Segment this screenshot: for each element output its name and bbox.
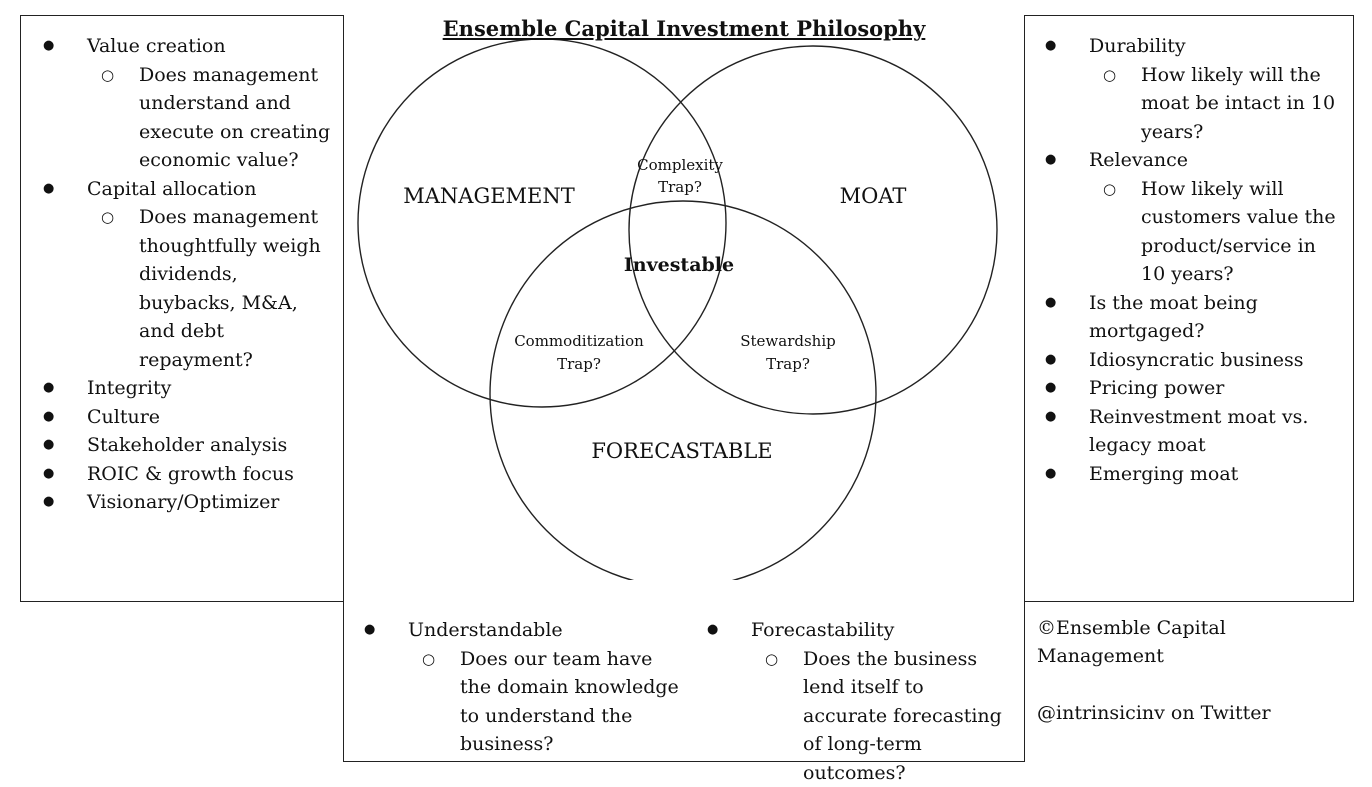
list-item: Emerging moat: [1045, 460, 1341, 489]
capital-allocation-label: Capital allocation: [87, 178, 256, 200]
investable-label: Investable: [624, 254, 734, 276]
list-item: Reinvestment moat vs. legacy moat: [1045, 403, 1341, 460]
list-subitem: Does our team have the domain knowledge …: [408, 645, 682, 759]
management-label: MANAGEMENT: [403, 184, 575, 208]
list-item: Forecastability Does the business lend i…: [707, 616, 1007, 787]
list-item: Culture: [43, 403, 333, 432]
durability-label: Durability: [1089, 35, 1186, 57]
list-item: Durability How likely will the moat be i…: [1045, 32, 1341, 146]
list-item: Pricing power: [1045, 374, 1341, 403]
list-item: Idiosyncratic business: [1045, 346, 1341, 375]
moat-criteria-panel: Durability How likely will the moat be i…: [1024, 15, 1354, 602]
list-subitem: How likely will the moat be intact in 10…: [1089, 61, 1341, 147]
management-criteria-list: Value creation Does management understan…: [43, 32, 333, 517]
forecastability-label: Forecastability: [751, 619, 894, 641]
list-item: ROIC & growth focus: [43, 460, 333, 489]
complexity-trap-line1: Complexity: [637, 156, 723, 174]
moat-criteria-list: Durability How likely will the moat be i…: [1045, 32, 1341, 488]
list-item: Stakeholder analysis: [43, 431, 333, 460]
list-subitem: Does the business lend itself to accurat…: [751, 645, 1007, 787]
list-item: Visionary/Optimizer: [43, 488, 333, 517]
complexity-trap-line2: Trap?: [658, 178, 702, 196]
management-criteria-panel: Value creation Does management understan…: [20, 15, 344, 602]
list-subitem: Does management understand and execute o…: [87, 61, 333, 175]
understandable-list: Understandable Does our team have the do…: [364, 616, 682, 759]
list-item: Relevance How likely will customers valu…: [1045, 146, 1341, 289]
list-item: Is the moat being mortgaged?: [1045, 289, 1341, 346]
moat-circle: [629, 46, 997, 414]
stewardship-trap-line1: Stewardship: [740, 332, 836, 350]
forecastable-label: FORECASTABLE: [591, 439, 772, 463]
forecastable-criteria-panel: Understandable Does our team have the do…: [343, 601, 1025, 762]
list-item: Understandable Does our team have the do…: [364, 616, 682, 759]
list-item: Value creation Does management understan…: [43, 32, 333, 175]
stewardship-trap-line2: Trap?: [766, 355, 810, 373]
venn-diagram: MANAGEMENT MOAT FORECASTABLE Complexity …: [344, 40, 1024, 580]
forecastability-list: Forecastability Does the business lend i…: [707, 616, 1007, 787]
moat-label: MOAT: [840, 184, 907, 208]
list-subitem: How likely will customers value the prod…: [1089, 175, 1341, 289]
commoditization-trap-line1: Commoditization: [514, 332, 644, 350]
management-circle: [358, 40, 726, 407]
value-creation-label: Value creation: [87, 35, 226, 57]
credits: ©Ensemble Capital Management @intrinsici…: [1037, 614, 1357, 756]
list-item: Capital allocation Does management thoug…: [43, 175, 333, 375]
copyright-text: ©Ensemble Capital Management: [1037, 614, 1357, 670]
list-item: Integrity: [43, 374, 333, 403]
understandable-label: Understandable: [408, 619, 563, 641]
twitter-handle: @intrinsicinv on Twitter: [1037, 699, 1357, 727]
commoditization-trap-line2: Trap?: [557, 355, 601, 373]
list-subitem: Does management thoughtfully weigh divid…: [87, 203, 333, 374]
relevance-label: Relevance: [1089, 149, 1188, 171]
